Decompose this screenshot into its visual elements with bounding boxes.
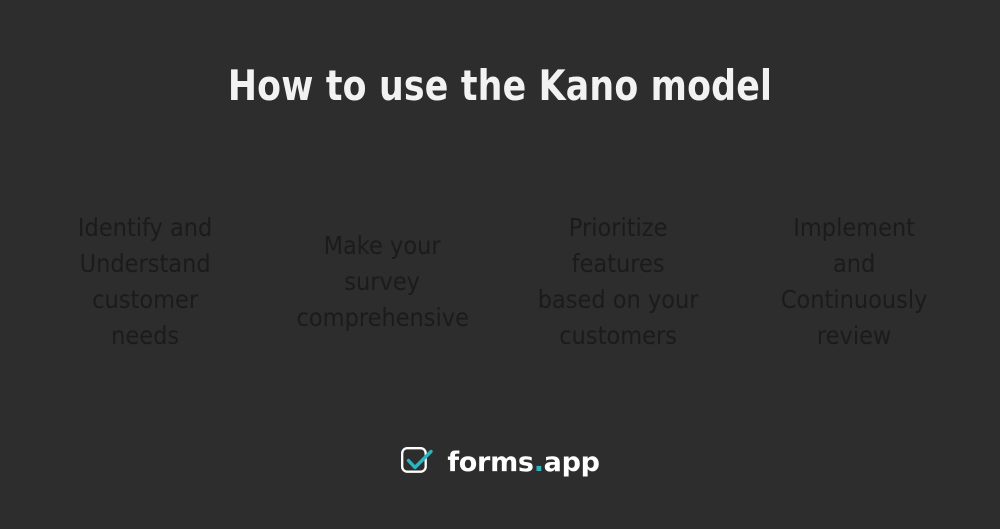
flow-step-1-label: Identify and Understand customer needs (78, 212, 213, 351)
brand-name: forms (447, 446, 534, 478)
brand-suffix: app (543, 446, 600, 478)
flow-step-2-label: Make your survey comprehensive (296, 230, 469, 333)
flow-step-3-label: Prioritize features based on your custom… (537, 212, 699, 351)
brand-dot: . (533, 446, 544, 478)
flow-step-1: Identify and Understand customer needs (35, 168, 256, 396)
flow-step-3: Prioritize features based on your custom… (508, 168, 729, 396)
brand-wordmark: forms.app (447, 446, 600, 478)
forms-app-checkmark-icon (400, 445, 436, 479)
flow-step-4: Implement and Continuously review (744, 168, 965, 396)
forms-app-logo: forms.app (0, 445, 1000, 479)
kano-process-flow: Identify and Understand customer needs M… (35, 168, 965, 396)
page-title: How to use the Kano model (227, 61, 773, 110)
flow-step-2: Make your survey comprehensive (271, 168, 492, 396)
flow-step-4-label: Implement and Continuously review (781, 212, 928, 351)
